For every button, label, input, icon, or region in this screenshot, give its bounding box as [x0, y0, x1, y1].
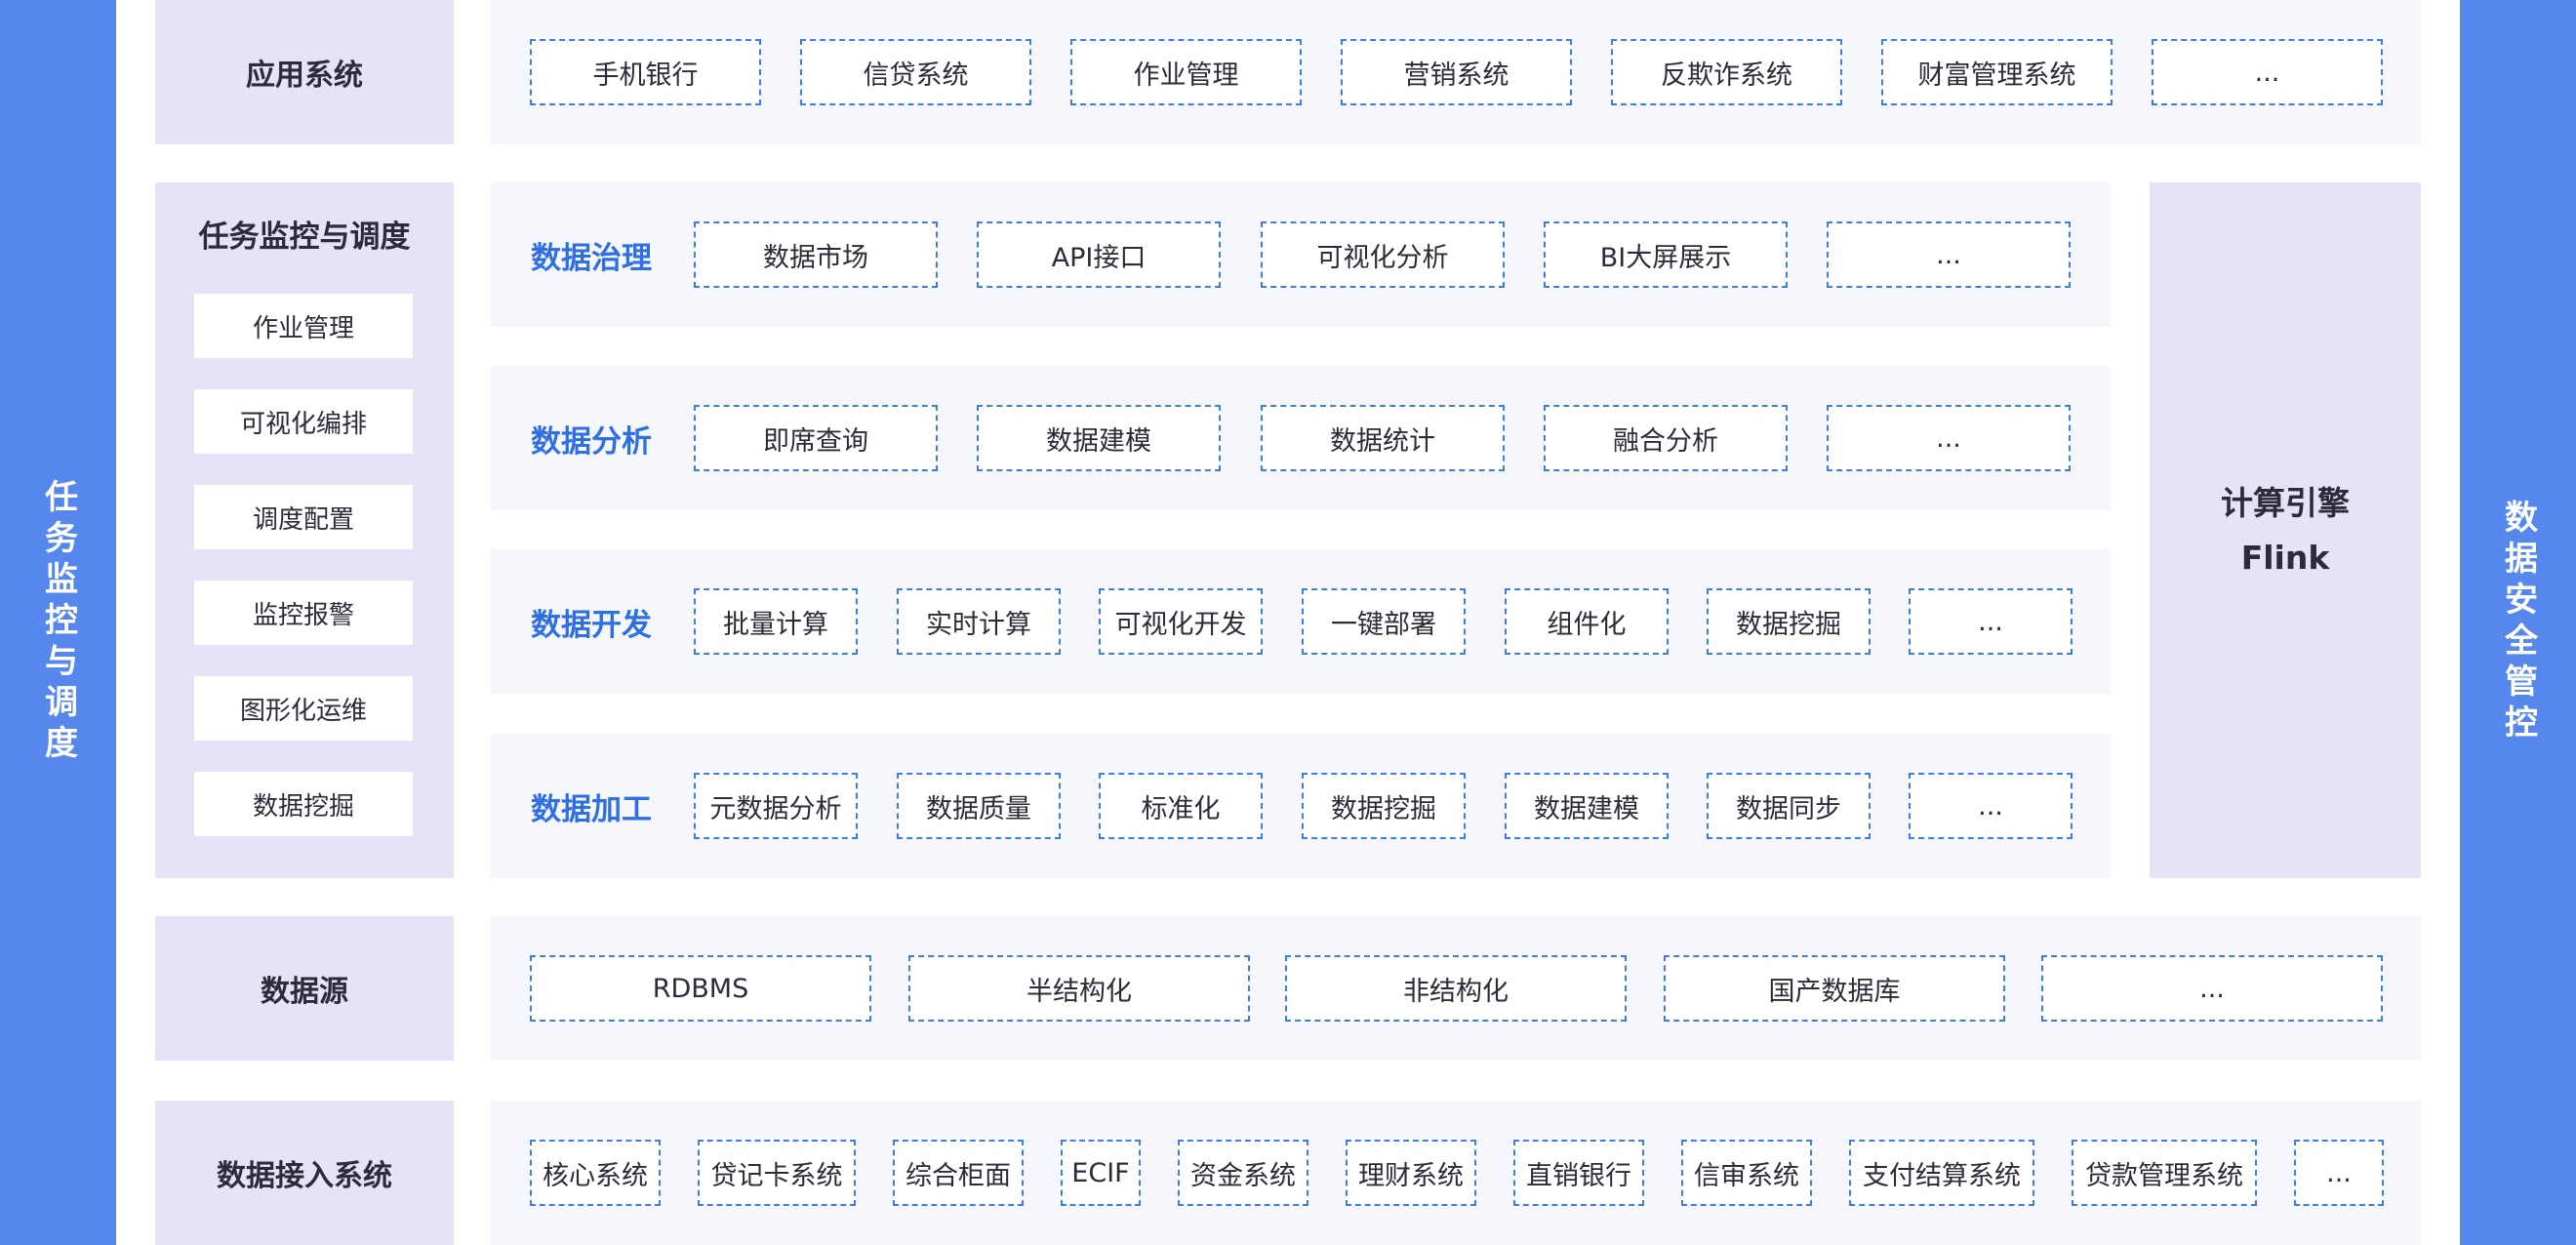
right-sidebar-data-security: 数据安全管控	[2460, 0, 2576, 1245]
access-item: 信审系统	[1681, 1140, 1812, 1206]
development-item-more: ...	[1909, 588, 2073, 655]
access-item: 贷款管理系统	[2072, 1140, 2257, 1206]
processing-item: 数据质量	[897, 773, 1061, 839]
monitor-item: 调度配置	[194, 485, 413, 549]
governance-item: API接口	[977, 221, 1221, 288]
development-item: 组件化	[1505, 588, 1669, 655]
application-item: 反欺诈系统	[1611, 39, 1842, 105]
processing-panel: 数据加工 元数据分析 数据质量 标准化 数据挖掘 数据建模 数据同步 ...	[491, 734, 2111, 878]
datasource-item: 非结构化	[1285, 955, 1627, 1022]
governance-item: 可视化分析	[1261, 221, 1505, 288]
development-item: 批量计算	[694, 588, 858, 655]
governance-item: BI大屏展示	[1544, 221, 1788, 288]
application-item-more: ...	[2152, 39, 2383, 105]
monitor-item: 图形化运维	[194, 676, 413, 741]
task-monitor-title: 任务监控与调度	[198, 220, 411, 255]
analysis-item: 即席查询	[694, 405, 938, 471]
compute-engine-panel: 计算引擎 Flink	[2150, 182, 2421, 878]
left-sidebar-task-monitoring: 任务监控与调度	[0, 0, 116, 1245]
processing-item-more: ...	[1909, 773, 2073, 839]
analysis-item: 融合分析	[1544, 405, 1788, 471]
processing-item: 数据建模	[1505, 773, 1669, 839]
application-item: 信贷系统	[800, 39, 1031, 105]
processing-item: 数据同步	[1707, 773, 1871, 839]
access-item: 综合柜面	[893, 1140, 1024, 1206]
access-label-text: 数据接入系统	[217, 1159, 392, 1193]
processing-item: 标准化	[1099, 773, 1263, 839]
access-item: ECIF	[1061, 1140, 1141, 1206]
analysis-item: 数据建模	[977, 405, 1221, 471]
access-item: 资金系统	[1178, 1140, 1308, 1206]
monitor-item: 可视化编排	[194, 389, 413, 454]
application-item: 营销系统	[1341, 39, 1572, 105]
development-item: 实时计算	[897, 588, 1061, 655]
datasource-panel: RDBMS 半结构化 非结构化 国产数据库 ...	[491, 916, 2421, 1061]
access-item: 核心系统	[530, 1140, 661, 1206]
processing-title: 数据加工	[531, 791, 652, 827]
left-sidebar-label: 任务监控与调度	[38, 479, 78, 766]
application-panel: 手机银行 信贷系统 作业管理 营销系统 反欺诈系统 财富管理系统 ...	[491, 0, 2421, 144]
processing-item: 元数据分析	[694, 773, 858, 839]
processing-item: 数据挖掘	[1302, 773, 1466, 839]
application-item: 财富管理系统	[1881, 39, 2113, 105]
access-item: 直销银行	[1513, 1140, 1644, 1206]
access-layer-label: 数据接入系统	[155, 1101, 454, 1245]
analysis-item-more: ...	[1827, 405, 2071, 471]
task-monitor-panel: 任务监控与调度 作业管理 可视化编排 调度配置 监控报警 图形化运维 数据挖掘	[155, 182, 454, 878]
compute-engine-name: Flink	[2240, 538, 2330, 577]
monitor-item: 作业管理	[194, 294, 413, 358]
application-item: 作业管理	[1070, 39, 1302, 105]
governance-panel: 数据治理 数据市场 API接口 可视化分析 BI大屏展示 ...	[491, 182, 2111, 327]
development-title: 数据开发	[531, 607, 652, 643]
datasource-label-text: 数据源	[261, 975, 348, 1009]
development-item: 可视化开发	[1099, 588, 1263, 655]
application-label-text: 应用系统	[246, 59, 363, 93]
access-item: 支付结算系统	[1849, 1140, 2034, 1206]
development-item: 一键部署	[1302, 588, 1466, 655]
access-item-more: ...	[2294, 1140, 2384, 1206]
access-item: 贷记卡系统	[698, 1140, 856, 1206]
right-sidebar-label: 数据安全管控	[2498, 500, 2538, 745]
governance-item-more: ...	[1827, 221, 2071, 288]
governance-item: 数据市场	[694, 221, 938, 288]
datasource-item: 国产数据库	[1664, 955, 2005, 1022]
development-item: 数据挖掘	[1707, 588, 1871, 655]
application-item: 手机银行	[530, 39, 761, 105]
compute-engine-title: 计算引擎	[2221, 483, 2350, 522]
monitor-item: 监控报警	[194, 581, 413, 645]
datasource-item: 半结构化	[908, 955, 1250, 1022]
analysis-panel: 数据分析 即席查询 数据建模 数据统计 融合分析 ...	[491, 366, 2111, 510]
development-panel: 数据开发 批量计算 实时计算 可视化开发 一键部署 组件化 数据挖掘 ...	[491, 549, 2111, 694]
monitor-item: 数据挖掘	[194, 772, 413, 836]
access-panel: 核心系统 贷记卡系统 综合柜面 ECIF 资金系统 理财系统 直销银行 信审系统…	[491, 1101, 2421, 1245]
datasource-layer-label: 数据源	[155, 916, 454, 1061]
analysis-item: 数据统计	[1261, 405, 1505, 471]
datasource-item-more: ...	[2041, 955, 2383, 1022]
datasource-item: RDBMS	[530, 955, 871, 1022]
governance-title: 数据治理	[531, 240, 652, 276]
access-item: 理财系统	[1346, 1140, 1476, 1206]
analysis-title: 数据分析	[531, 423, 652, 460]
application-layer-label: 应用系统	[155, 0, 454, 144]
